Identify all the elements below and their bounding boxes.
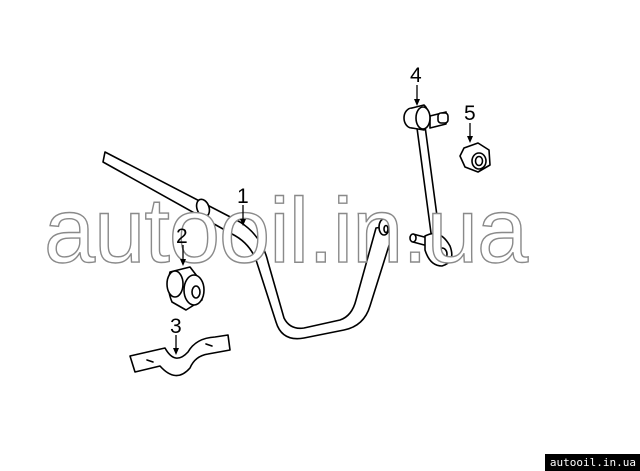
svg-text:4: 4	[410, 64, 422, 87]
watermark-text: autooil.in.ua	[44, 180, 529, 282]
callout-5: 5	[464, 102, 476, 143]
callout-1: 1	[237, 185, 249, 226]
svg-text:2: 2	[176, 225, 188, 248]
bushing	[166, 266, 205, 311]
nut	[459, 142, 491, 173]
callout-3: 3	[170, 315, 182, 355]
svg-text:1: 1	[237, 185, 249, 208]
svg-text:3: 3	[170, 315, 182, 338]
stabilizer-link	[403, 104, 453, 267]
svg-text:5: 5	[464, 102, 476, 125]
watermark-badge: autooil.in.ua	[544, 454, 640, 471]
callout-4: 4	[410, 64, 422, 106]
bracket	[129, 334, 231, 377]
callout-2: 2	[176, 225, 188, 266]
stabilizer-bar	[102, 151, 393, 340]
